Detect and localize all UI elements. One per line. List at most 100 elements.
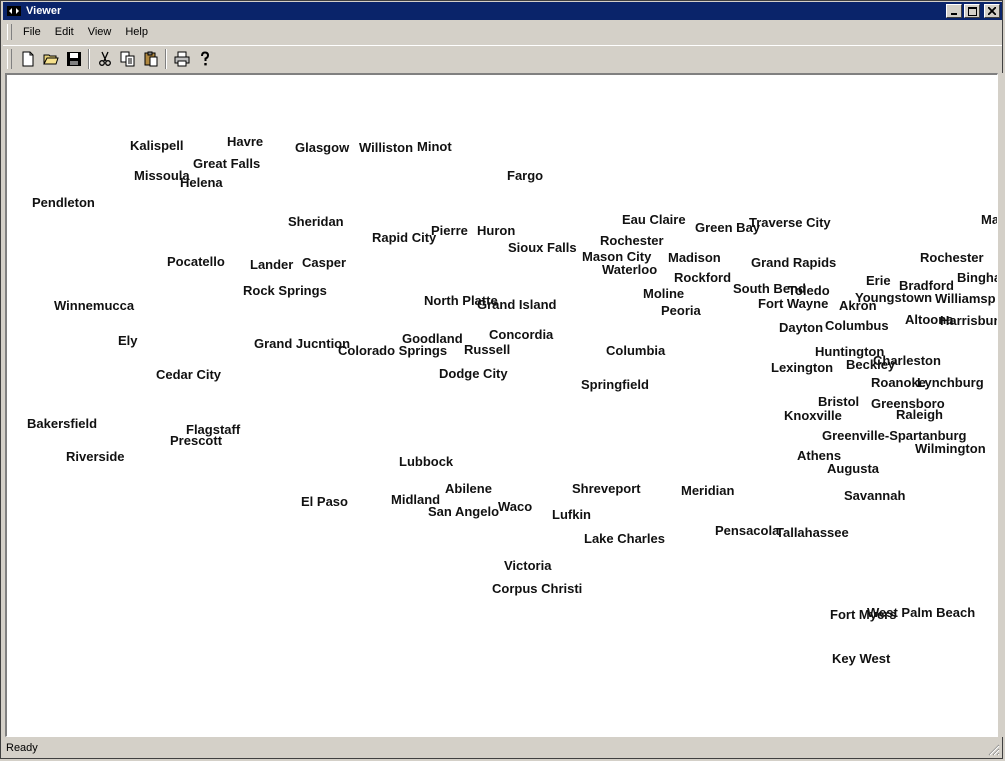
city-label: Lufkin: [552, 507, 591, 522]
city-label: Akron: [839, 298, 877, 313]
city-label: Lynchburg: [917, 375, 984, 390]
help-button[interactable]: [193, 48, 216, 70]
window-title: Viewer: [26, 5, 62, 17]
city-label: Bingha: [957, 270, 998, 285]
city-label: Helena: [180, 175, 223, 190]
city-label: Winnemucca: [54, 298, 135, 313]
city-label: Waco: [498, 499, 533, 514]
city-label: Flagstaff: [186, 422, 241, 437]
city-label: Pendleton: [32, 195, 95, 210]
menu-view[interactable]: View: [87, 26, 112, 38]
copy-button[interactable]: [116, 48, 139, 70]
city-label: Grand Island: [477, 297, 557, 312]
city-label: Minot: [417, 139, 452, 154]
city-label: Fort Myers: [830, 607, 897, 622]
paste-button[interactable]: [139, 48, 162, 70]
save-button[interactable]: [62, 48, 85, 70]
city-label: Lake Charles: [584, 531, 665, 546]
city-label: Goodland: [402, 331, 463, 346]
city-label: North Platte: [424, 293, 498, 308]
close-icon: [988, 7, 996, 15]
city-label: Springfield: [581, 377, 649, 392]
toolbar-grip[interactable]: [7, 49, 12, 69]
city-label: Key West: [832, 651, 891, 666]
city-label: Bristol: [818, 394, 860, 409]
city-label: San Angelo: [428, 504, 500, 519]
city-label: Charleston: [873, 353, 941, 368]
save-icon: [66, 52, 81, 66]
cut-button[interactable]: [93, 48, 116, 70]
title-bar[interactable]: Viewer: [3, 2, 1002, 20]
new-file-button[interactable]: [16, 48, 39, 70]
city-label: Missoula: [134, 168, 190, 183]
window-controls: [946, 4, 1000, 18]
city-label: Colorado Springs: [338, 343, 448, 358]
city-label: Lubbock: [399, 454, 454, 469]
city-label: Rochester: [920, 250, 984, 265]
city-label: Ma: [981, 212, 998, 227]
city-label: Erie: [866, 273, 891, 288]
city-label: Athens: [797, 448, 842, 463]
city-label: Victoria: [504, 558, 552, 573]
minimize-button[interactable]: [946, 4, 962, 18]
close-button[interactable]: [984, 4, 1000, 18]
open-folder-icon: [42, 54, 59, 65]
city-label: Bakersfield: [27, 416, 98, 431]
city-label: Meridian: [681, 483, 735, 498]
city-label: Midland: [391, 492, 441, 507]
city-label: Russell: [464, 342, 511, 357]
toolbar-separator: [165, 49, 167, 69]
city-label: Rapid City: [372, 230, 437, 245]
city-label: Williston: [359, 140, 414, 155]
city-label: Sioux Falls: [508, 240, 577, 255]
copy-icon: [120, 51, 134, 67]
city-label: Concordia: [489, 327, 554, 342]
print-icon: [174, 51, 189, 67]
city-label: Greensboro: [871, 396, 945, 411]
city-label: Glasgow: [295, 140, 350, 155]
city-label: Cedar City: [156, 367, 222, 382]
print-button[interactable]: [170, 48, 193, 70]
menu-bar: File Edit View Help: [3, 22, 1002, 42]
menu-grip[interactable]: [7, 24, 12, 40]
maximize-button[interactable]: [964, 4, 980, 18]
city-label: Waterloo: [602, 262, 658, 277]
city-label: Tallahassee: [776, 525, 849, 540]
city-label: Grand Jucntion: [254, 336, 351, 351]
city-label: West Palm Beach: [867, 605, 976, 620]
city-label: Dodge City: [439, 366, 508, 381]
city-label: Kalispell: [130, 138, 184, 153]
toolbar: [3, 45, 1002, 72]
city-label: Traverse City: [749, 215, 831, 230]
city-label: Greenville-Spartanburg: [822, 428, 967, 443]
city-label: Lander: [250, 257, 294, 272]
menu-help[interactable]: Help: [125, 26, 148, 38]
city-label: Abilene: [445, 481, 492, 496]
city-label: Shreveport: [572, 481, 641, 496]
menu-edit[interactable]: Edit: [54, 26, 74, 38]
city-label: Rochester: [600, 233, 664, 248]
city-label: Altoona: [905, 312, 954, 327]
city-label: Madison: [668, 250, 721, 265]
city-label: Knoxville: [784, 408, 842, 423]
city-label: Bradford: [899, 278, 954, 293]
city-label: Ely: [118, 333, 138, 348]
open-button[interactable]: [39, 48, 62, 70]
status-text: Ready: [6, 742, 38, 754]
city-label: Fort Wayne: [758, 296, 829, 311]
city-label: El Paso: [301, 494, 348, 509]
city-label: Peoria: [661, 303, 701, 318]
city-label: Huron: [477, 223, 516, 238]
city-label: Augusta: [827, 461, 879, 476]
city-label: Rockford: [674, 270, 732, 285]
city-label: Youngstown: [855, 290, 933, 305]
city-label: Pensacola: [715, 523, 780, 538]
maximize-icon: [967, 6, 977, 16]
menu-file[interactable]: File: [23, 26, 41, 38]
city-label: Toledo: [788, 283, 830, 298]
app-icon: [6, 4, 22, 18]
resize-grip-icon[interactable]: [988, 744, 1000, 756]
cut-icon: [98, 51, 111, 66]
